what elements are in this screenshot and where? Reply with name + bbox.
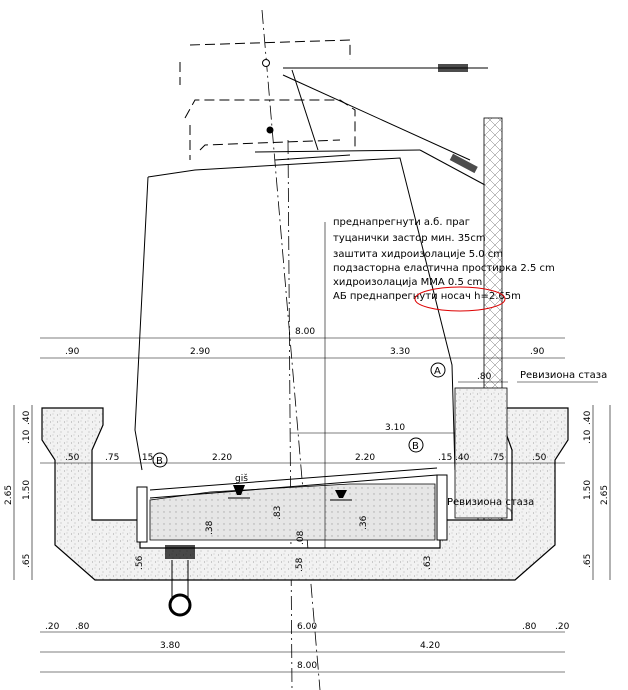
dim-r50-left: .50	[65, 453, 80, 463]
dim-b80-left: .80	[75, 622, 90, 632]
catenary-system	[254, 59, 488, 186]
walkway-label-top: Ревизиона стаза	[520, 370, 607, 381]
dim-v83: .83	[273, 506, 283, 520]
circle-a-label: A	[434, 366, 441, 377]
dim-r220-right: 2.20	[355, 453, 375, 463]
dim-r50-right: .50	[532, 453, 547, 463]
center-lines	[261, 9, 321, 690]
dim-r15-left: .15	[139, 453, 153, 463]
dim-b20-right: .20	[555, 622, 570, 632]
dim-b800: 8.00	[297, 661, 317, 671]
layer-label-6: АБ преднапрегнути носач h=2.65m	[333, 291, 521, 302]
dim-left-65: .65	[22, 554, 32, 568]
dim-right-40: .40	[583, 410, 593, 425]
dim-left-265: 2.65	[4, 485, 14, 505]
walkway-label-inner: Ревизиона стаза	[447, 497, 534, 508]
dim-right-10: .10	[583, 429, 593, 444]
dim-top-330: 3.30	[390, 347, 410, 357]
dim-r75-left: .75	[105, 453, 119, 463]
dim-right-65: .65	[583, 554, 593, 568]
dim-right-150: 1.50	[583, 480, 593, 500]
dimensions: 8.00 .90 2.90 3.30 .90 .80 3.10 .50 .75 …	[4, 327, 611, 673]
dim-v56: .56	[135, 555, 145, 570]
dim-b600: 6.00	[297, 622, 317, 632]
dim-v38: .38	[205, 520, 215, 535]
right-walkway-block	[454, 387, 508, 519]
labels: Ревизиона стаза Ревизиона стаза giš A B …	[152, 362, 607, 508]
dim-r40-right: .40	[455, 453, 470, 463]
layer-label-5: хидроизолација ММА 0.5 cm	[333, 276, 482, 288]
dim-v36: .36	[359, 515, 369, 530]
circle-b-right-label: B	[412, 441, 419, 452]
dim-b380: 3.80	[160, 641, 180, 651]
dim-top-290: 2.90	[190, 347, 210, 357]
ballast-bed	[149, 483, 436, 541]
dim-top-90-left: .90	[65, 347, 80, 357]
layer-callout: преднапрегнути а.б. праг туцанички засто…	[324, 217, 555, 548]
dim-left-150: 1.50	[22, 480, 32, 500]
dim-b80-right: .80	[522, 622, 537, 632]
dim-v08: .08	[296, 530, 306, 545]
dim-v58: .58	[295, 557, 305, 572]
dim-top-total: 8.00	[295, 327, 315, 337]
dim-top-80: .80	[477, 372, 492, 382]
dim-left-10: .10	[22, 429, 32, 444]
train-clearance-profile	[134, 39, 456, 471]
dim-r220-left: 2.20	[212, 453, 232, 463]
circle-b-left-label: B	[156, 456, 163, 467]
layer-label-3: заштита хидроизолације 5.0 cm	[333, 248, 503, 260]
dim-b20-left: .20	[45, 622, 60, 632]
rails	[228, 485, 352, 501]
dim-top-90-right: .90	[530, 347, 545, 357]
red-highlight-ellipse	[414, 286, 506, 312]
layer-label-2: туцанички застор мин. 35cm	[333, 233, 486, 244]
layer-label-4: подзасторна еластична простирка 2.5 cm	[333, 263, 555, 274]
dim-mid-310: 3.10	[385, 423, 405, 433]
dim-left-40: .40	[22, 410, 32, 425]
dim-v63: .63	[423, 556, 433, 570]
gis-label: giš	[235, 473, 248, 484]
dim-b420: 4.20	[420, 641, 440, 651]
dim-r15-right: .15	[438, 453, 452, 463]
dim-right-265: 2.65	[600, 485, 610, 505]
dim-r75-right: .75	[490, 453, 504, 463]
drainage-pipe	[165, 545, 195, 617]
layer-label-1: преднапрегнути а.б. праг	[333, 217, 470, 228]
